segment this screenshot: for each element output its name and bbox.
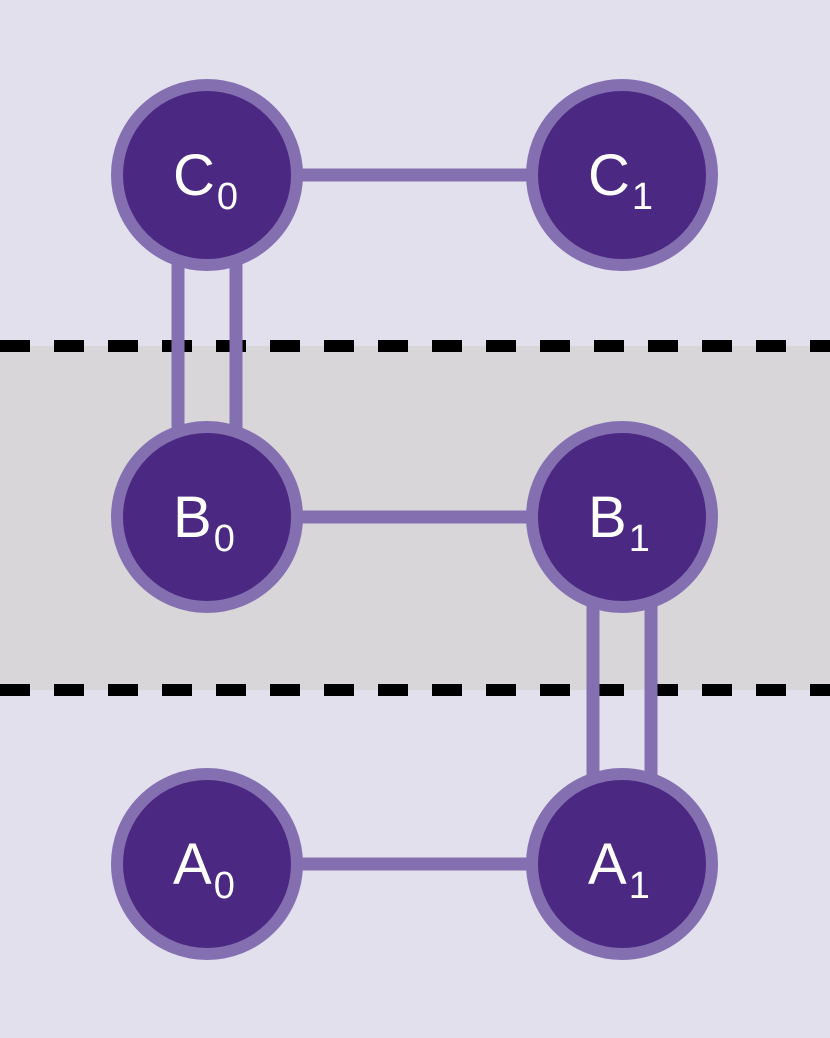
- node-circle: [111, 79, 303, 271]
- node-b1: B1: [526, 421, 718, 613]
- node-subscript: 0: [217, 176, 238, 218]
- node-circle: [111, 421, 303, 613]
- node-circle: [526, 421, 718, 613]
- node-subscript: 1: [629, 518, 650, 560]
- node-a1: A1: [526, 768, 718, 960]
- node-subscript: 0: [214, 518, 235, 560]
- node-subscript: 0: [214, 865, 235, 907]
- node-label: B1: [588, 485, 650, 560]
- node-c0: C0: [111, 79, 303, 271]
- node-circle: [111, 768, 303, 960]
- node-b0: B0: [111, 421, 303, 613]
- node-label: A1: [588, 832, 650, 907]
- node-label: C0: [173, 143, 238, 218]
- node-letter: A: [173, 832, 212, 897]
- node-circle: [526, 768, 718, 960]
- node-c1: C1: [526, 79, 718, 271]
- node-letter: B: [173, 485, 212, 550]
- node-label: C1: [588, 143, 653, 218]
- node-letter: C: [588, 143, 630, 208]
- node-subscript: 1: [632, 176, 653, 218]
- node-letter: C: [173, 143, 215, 208]
- node-label: A0: [173, 832, 235, 907]
- node-circle: [526, 79, 718, 271]
- node-a0: A0: [111, 768, 303, 960]
- node-letter: A: [588, 832, 627, 897]
- node-subscript: 1: [629, 865, 650, 907]
- node-label: B0: [173, 485, 235, 560]
- node-letter: B: [588, 485, 627, 550]
